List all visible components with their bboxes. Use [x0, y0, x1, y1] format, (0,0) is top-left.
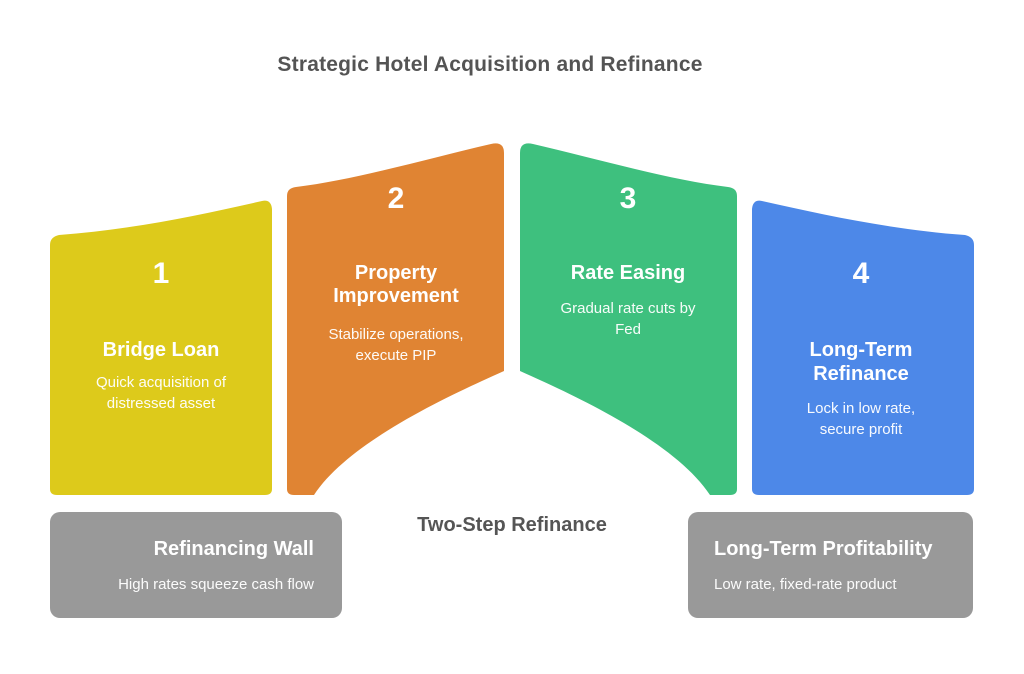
callout-description: Low rate, fixed-rate product	[714, 576, 897, 593]
step-1-number: 1	[152, 257, 170, 290]
step-2-number: 2	[387, 182, 405, 215]
callout-description: High rates squeeze cash flow	[118, 576, 314, 593]
step-4-shape	[752, 200, 974, 495]
step-3-number: 3	[619, 182, 637, 215]
step-1-shape	[50, 200, 272, 495]
center-label: Two-Step Refinance	[417, 514, 607, 536]
step-2-description: Stabilize operations, execute PIP	[328, 326, 464, 364]
callout-title: Refinancing Wall	[153, 538, 314, 560]
step-4-title: Long-Term Refinance	[809, 339, 913, 385]
callout-refinancing-wall: Refinancing Wall High rates squeeze cash…	[50, 512, 342, 618]
step-4-number: 4	[852, 257, 870, 290]
callout-title: Long-Term Profitability	[714, 538, 933, 560]
step-3-shape	[520, 143, 737, 495]
step-3-title: Rate Easing	[570, 262, 686, 284]
step-2-title: Property Improvement	[333, 262, 459, 307]
step-1-title: Bridge Loan	[102, 339, 220, 361]
step-1-description: Quick acquisition of distressed asset	[95, 374, 227, 412]
page-title: Strategic Hotel Acquisition and Refinanc…	[277, 53, 703, 76]
step-2-shape	[287, 143, 504, 495]
callout-long-term-profitability: Long-Term Profitability Low rate, fixed-…	[688, 512, 973, 618]
step-4-description: Lock in low rate, secure profit	[806, 400, 916, 438]
step-3-description: Gradual rate cuts by Fed	[560, 300, 696, 338]
